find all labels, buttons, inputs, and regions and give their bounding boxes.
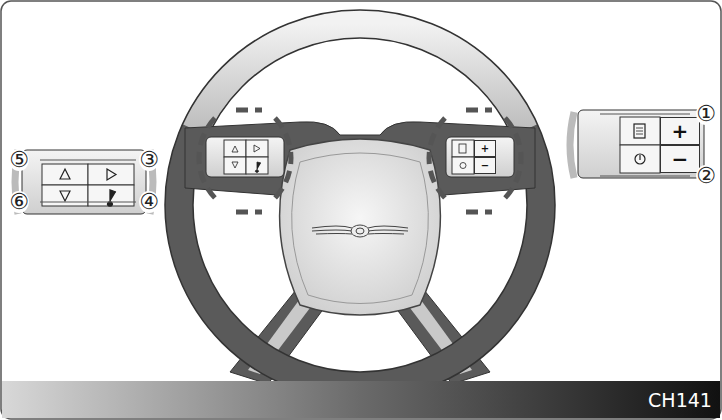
- callout-number: ⑤: [9, 149, 29, 171]
- button-sign: −: [481, 161, 489, 171]
- callout-number: ⑥: [9, 191, 29, 213]
- button-sign: +: [481, 144, 489, 154]
- callout-number: ③: [139, 149, 159, 171]
- figure-code: CH141: [648, 391, 712, 410]
- button-face: +: [474, 140, 496, 157]
- button-face: −: [660, 145, 700, 173]
- button-face: +: [660, 117, 700, 145]
- callout-number: ②: [696, 165, 716, 187]
- callout-number: ④: [139, 191, 159, 213]
- button-face: −: [474, 157, 496, 174]
- button-sign: +: [672, 121, 689, 141]
- button-sign: −: [672, 149, 689, 169]
- callout-number: ①: [696, 103, 716, 125]
